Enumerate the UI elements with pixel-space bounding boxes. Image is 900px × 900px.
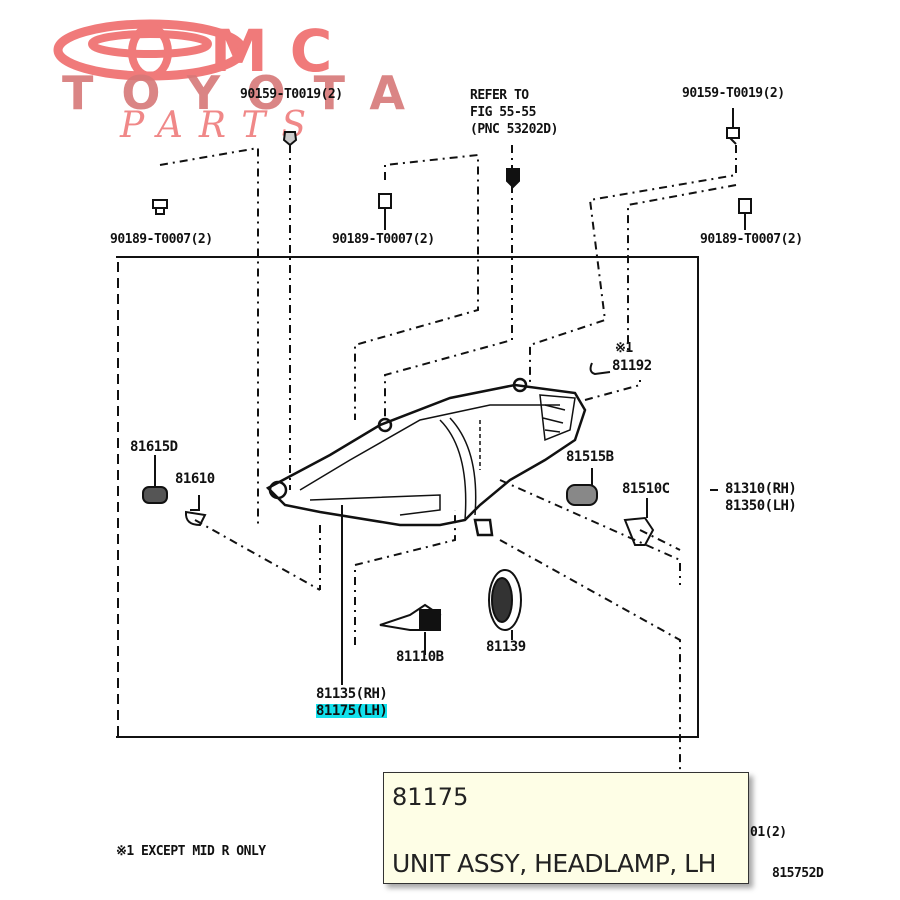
grommet-icon bbox=[378, 193, 392, 230]
leader-81192 bbox=[584, 380, 641, 401]
part-tooltip: 81175 UNIT ASSY, HEADLAMP, LH bbox=[383, 772, 749, 884]
callout-81175-lh-highlighted[interactable]: 81175(LH) bbox=[316, 703, 388, 719]
callout-refer-to-1: REFER TO bbox=[470, 88, 529, 103]
callout-clip-top-right[interactable]: 90159-T0019(2) bbox=[682, 86, 785, 101]
grommet-icon bbox=[152, 199, 168, 215]
socket-81515b-icon bbox=[566, 468, 598, 506]
clip-81192-icon bbox=[589, 362, 611, 376]
callout-81510c[interactable]: 81510C bbox=[622, 481, 670, 497]
callout-81615d[interactable]: 81615D bbox=[130, 439, 178, 455]
clip-icon bbox=[726, 108, 740, 145]
leader-81139 bbox=[499, 539, 681, 775]
clip-icon bbox=[282, 131, 298, 147]
callout-refer-to-2[interactable]: FIG 55-55 bbox=[470, 105, 536, 120]
callout-grommet-left[interactable]: 90189-T0007(2) bbox=[110, 232, 213, 247]
callout-81135-rh[interactable]: 81135(RH) bbox=[316, 686, 388, 702]
bulb-81610-icon bbox=[184, 495, 207, 527]
socket-81615d-icon bbox=[142, 455, 168, 504]
leader-81510c bbox=[639, 529, 681, 551]
bulb-81510c-icon bbox=[623, 498, 655, 546]
callout-81192[interactable]: 81192 bbox=[612, 358, 652, 374]
leader-bulb-81110 bbox=[354, 510, 456, 645]
callout-clip-top-left[interactable]: 90159-T0019(2) bbox=[240, 87, 343, 102]
callout-81350-lh[interactable]: 81350(LH) bbox=[725, 498, 797, 514]
cap-81139-icon bbox=[488, 569, 522, 640]
leader-refer-to bbox=[384, 145, 513, 420]
callout-grommet-center[interactable]: 90189-T0007(2) bbox=[332, 232, 435, 247]
figure-code: 815752D bbox=[772, 866, 824, 881]
refer-clip-icon bbox=[506, 168, 520, 189]
leader-clip-top-right bbox=[529, 145, 737, 385]
callout-81310-rh[interactable]: 81310(RH) bbox=[725, 481, 797, 497]
tooltip-description: UNIT ASSY, HEADLAMP, LH bbox=[392, 849, 716, 878]
leader-grommet-right bbox=[627, 184, 737, 350]
assembly-frame bbox=[116, 256, 699, 738]
headlamp-body bbox=[265, 377, 587, 537]
callout-81110[interactable]: 81110B bbox=[396, 649, 444, 665]
callout-81139[interactable]: 81139 bbox=[486, 639, 526, 655]
callout-refer-to-3[interactable]: (PNC 53202D) bbox=[470, 122, 558, 137]
leader-81610 bbox=[194, 519, 321, 591]
leader-81515b bbox=[499, 479, 681, 585]
note-mark: ※1 bbox=[615, 341, 633, 356]
footnote: ※1 EXCEPT MID R ONLY bbox=[116, 844, 266, 859]
leader-grommet-left bbox=[159, 146, 259, 525]
grommet-icon bbox=[738, 198, 752, 230]
callout-81610[interactable]: 81610 bbox=[175, 471, 215, 487]
leader-grommet-center bbox=[354, 153, 479, 420]
bulb-81110-icon bbox=[379, 603, 442, 655]
tooltip-part-number: 81175 bbox=[392, 783, 469, 811]
callout-grommet-right[interactable]: 90189-T0007(2) bbox=[700, 232, 803, 247]
callout-81515b[interactable]: 81515B bbox=[566, 449, 614, 465]
callout-partial-right[interactable]: 01(2) bbox=[750, 825, 787, 840]
